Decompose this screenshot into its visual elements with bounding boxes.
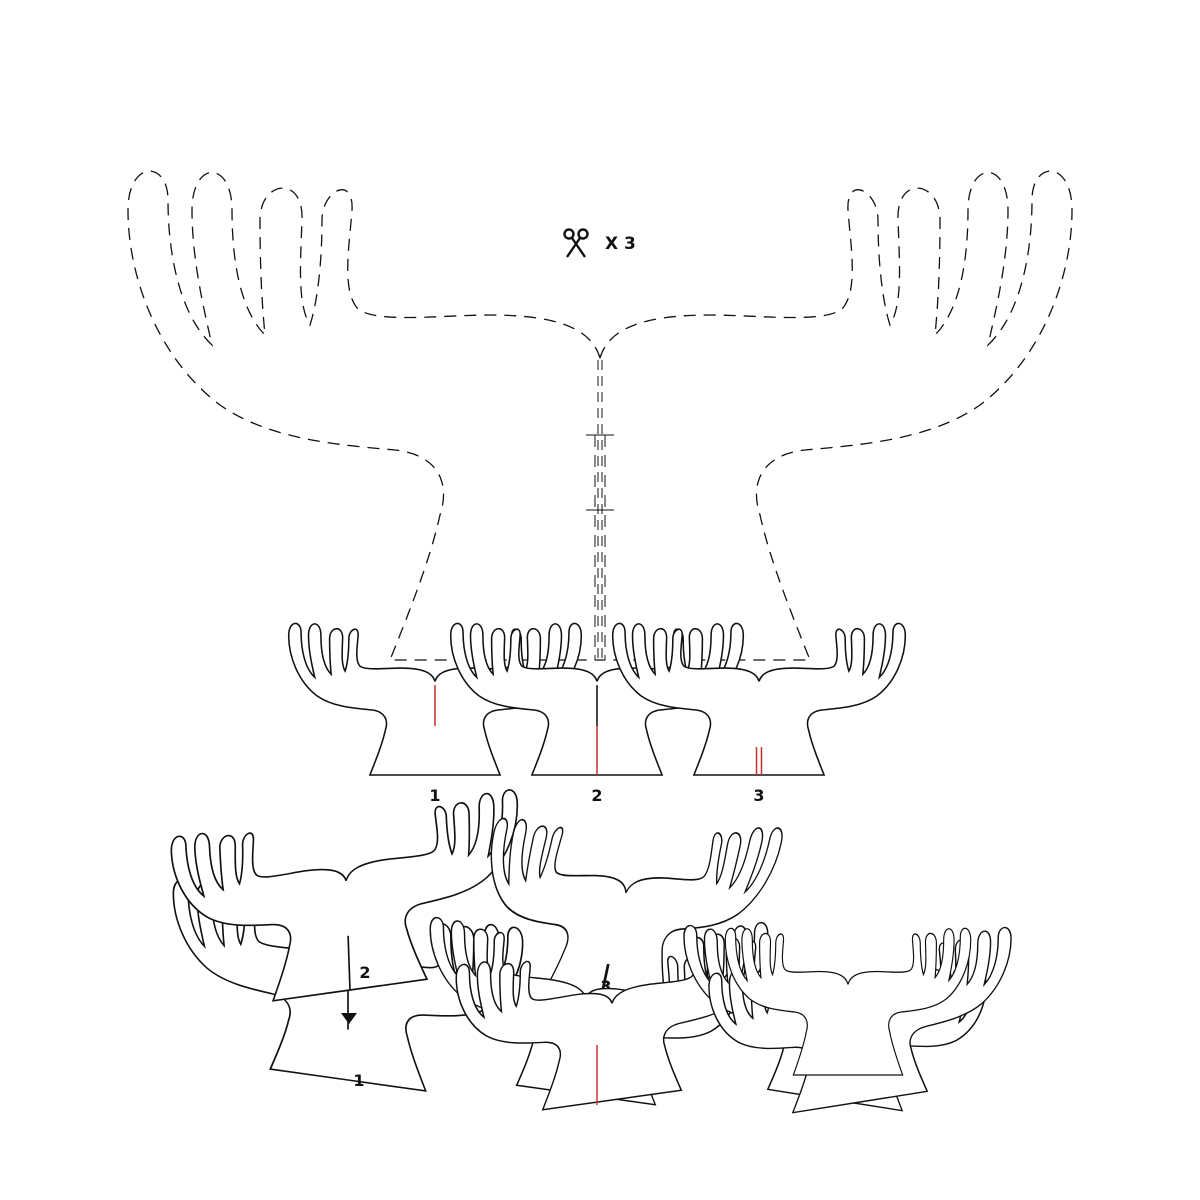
piece-label-3: 3 xyxy=(753,786,764,805)
step1-bottom-label: 1 xyxy=(353,1071,364,1090)
step1-arrow-icon xyxy=(341,1013,357,1024)
piece-label-2: 2 xyxy=(591,786,602,805)
piece-label-1: 1 xyxy=(429,786,440,805)
template-slot-guides xyxy=(586,360,614,660)
step2-top-label: 3 xyxy=(600,977,611,996)
step1-top-piece xyxy=(170,788,524,1016)
cut-count-label: X 3 xyxy=(605,234,636,254)
scissors-icon xyxy=(563,228,589,258)
template-right-half xyxy=(599,170,1073,661)
final-assembly xyxy=(683,923,1012,1127)
cut-template xyxy=(127,170,1073,661)
step1-top-label: 2 xyxy=(359,963,370,982)
template-left-half xyxy=(127,170,601,661)
step2-base-assembly xyxy=(429,915,769,1123)
piece-3 xyxy=(611,622,907,776)
